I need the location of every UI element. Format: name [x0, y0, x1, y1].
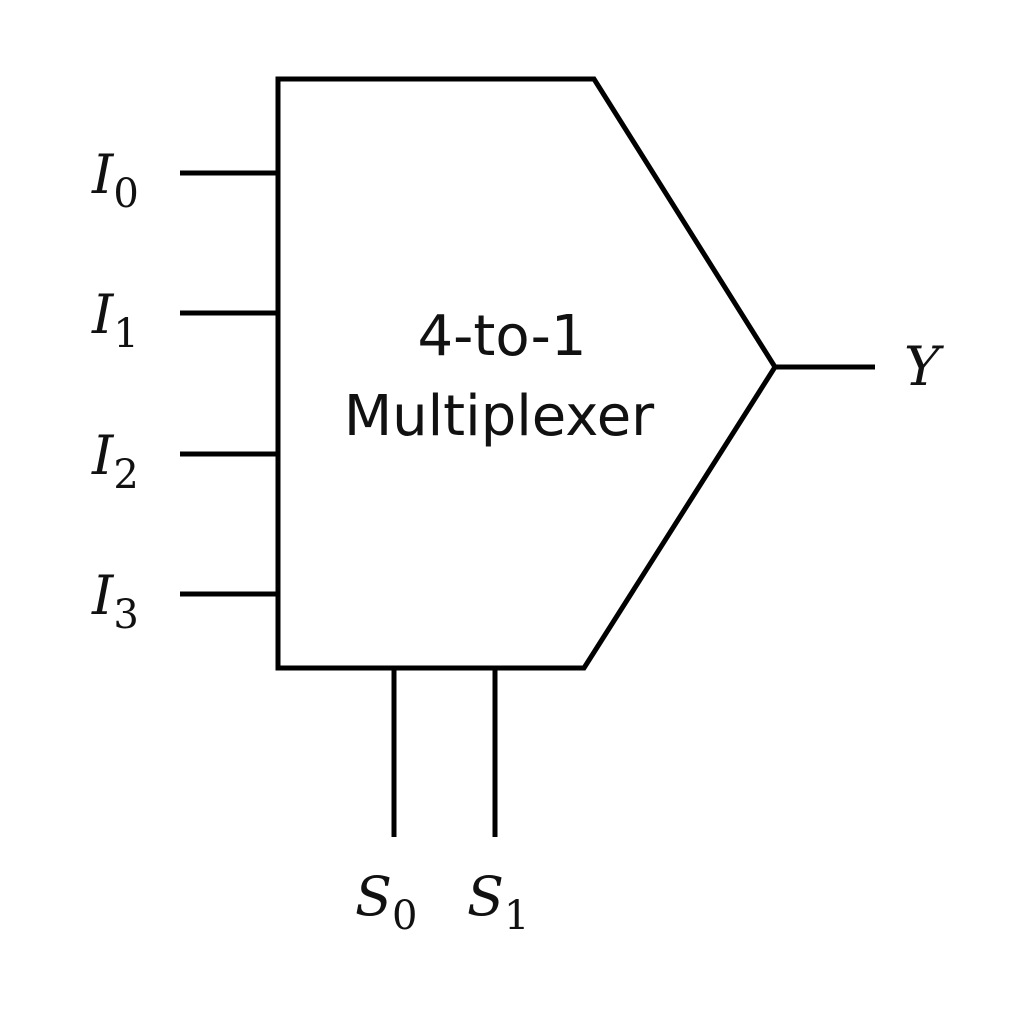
input-label-i3: I3	[91, 564, 139, 638]
input-label-i1: I1	[91, 283, 139, 357]
input-label-i3-subscript: 3	[113, 592, 138, 638]
input-label-i0-symbol: I	[91, 143, 115, 206]
select-label-s0-symbol: S	[355, 865, 392, 928]
input-label-i0-subscript: 0	[113, 171, 138, 217]
input-label-i0: I0	[91, 143, 139, 217]
multiplexer-body	[275, 76, 778, 671]
select-label-s1: S1	[467, 865, 529, 939]
input-label-i2: I2	[91, 424, 139, 498]
input-label-i1-subscript: 1	[113, 311, 138, 357]
input-label-i3-symbol: I	[91, 564, 115, 627]
output-label-y: Y	[904, 335, 944, 398]
input-label-i2-symbol: I	[91, 424, 115, 487]
input-label-i2-subscript: 2	[113, 452, 138, 498]
input-label-i1-symbol: I	[91, 283, 115, 346]
mux-title-line2: Multiplexer	[344, 384, 655, 449]
select-label-s1-symbol: S	[467, 865, 504, 928]
select-label-s0-subscript: 0	[392, 893, 417, 939]
mux-title-line1: 4-to-1	[418, 304, 587, 369]
select-label-s0: S0	[355, 865, 417, 939]
select-label-s1-subscript: 1	[504, 893, 529, 939]
